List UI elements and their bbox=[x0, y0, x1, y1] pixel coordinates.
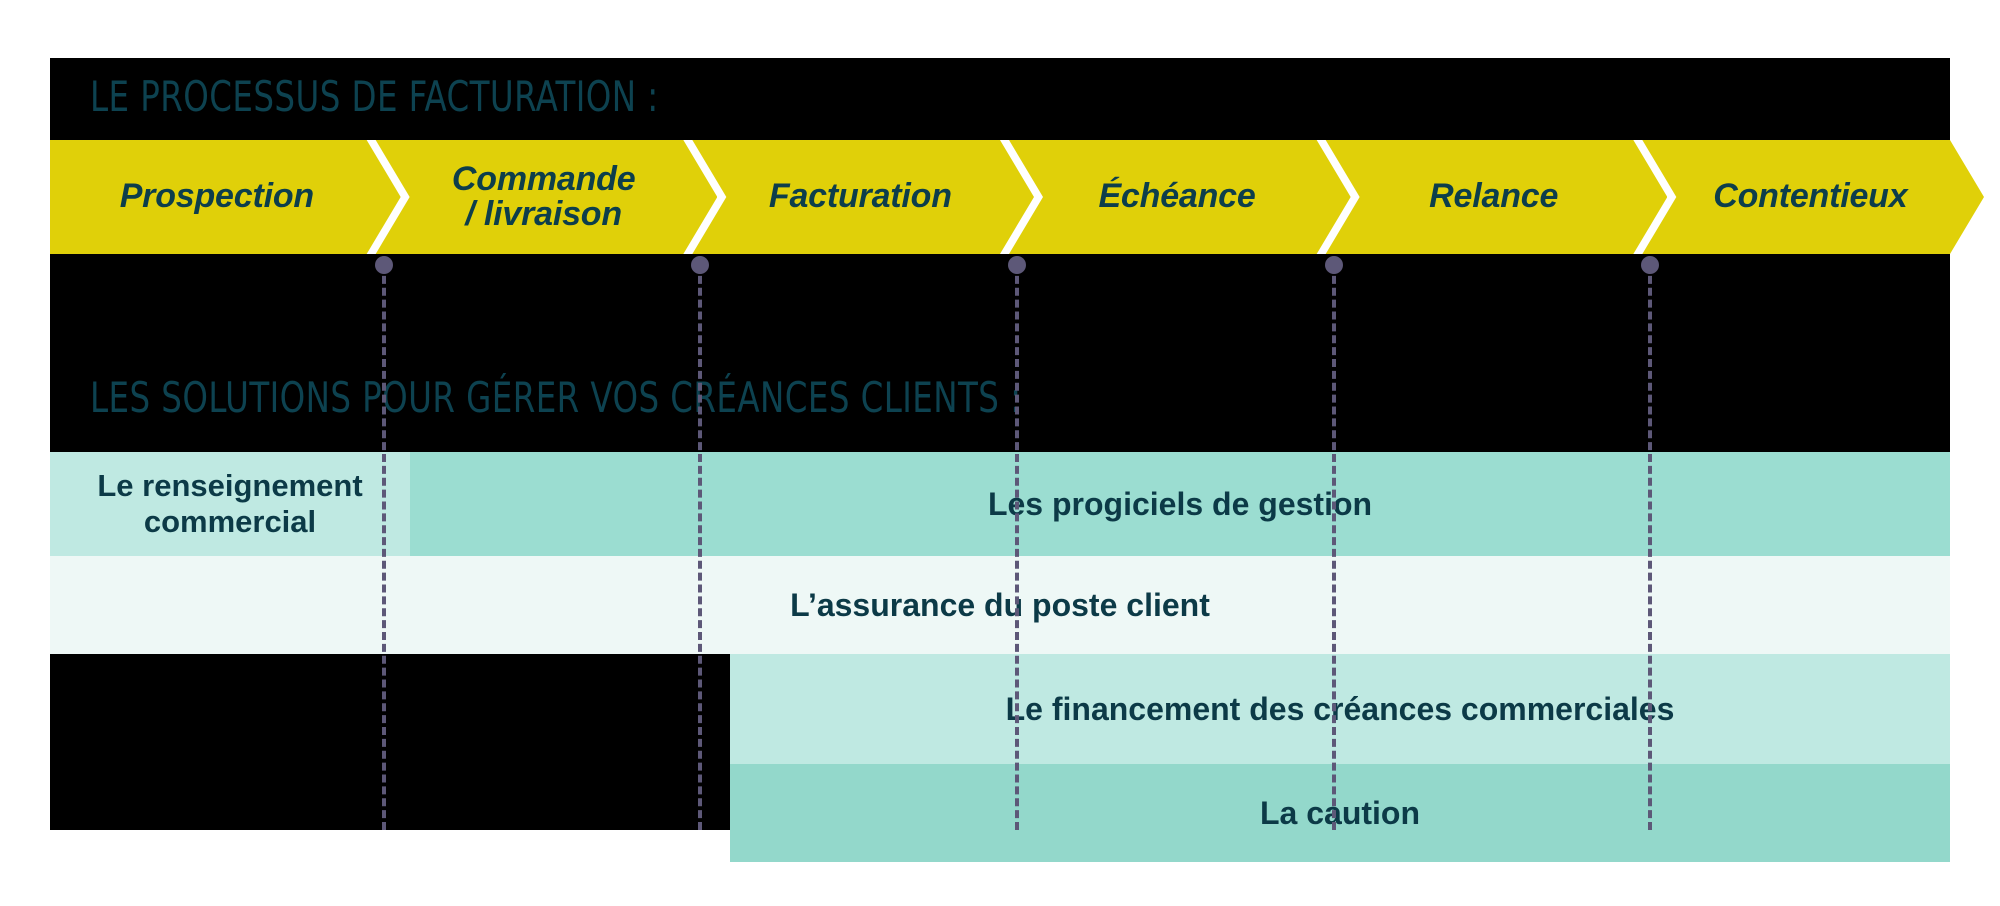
solution-row-renseignement[interactable]: Le renseignement commercial bbox=[50, 452, 410, 556]
process-chevron-strip: Prospection Commande / livraison Facturati… bbox=[50, 140, 1984, 254]
solution-label: Les progiciels de gestion bbox=[987, 485, 1373, 522]
solution-row-caution[interactable]: La caution bbox=[730, 764, 1950, 862]
process-step-5[interactable]: Relance bbox=[1325, 140, 1667, 254]
timeline-dashed-line bbox=[1331, 264, 1340, 830]
page-title-solutions: LES SOLUTIONS POUR GÉRER VOS CRÉANCES CL… bbox=[90, 373, 1022, 422]
process-step-label: Échéance bbox=[1098, 177, 1256, 216]
timeline-dashed-line bbox=[1015, 264, 1023, 830]
process-step-6[interactable]: Contentieux bbox=[1642, 140, 1984, 254]
process-step-label: Facturation bbox=[768, 177, 952, 216]
timeline-node-dot-icon bbox=[1641, 256, 1660, 274]
solution-label: L’assurance du poste client bbox=[790, 586, 1210, 623]
timeline-dashed-line bbox=[1648, 264, 1656, 830]
solutions-title-band bbox=[50, 254, 1950, 452]
solution-label: La caution bbox=[1259, 794, 1420, 831]
timeline-dashed-line bbox=[698, 264, 706, 830]
process-step-label: Relance bbox=[1429, 177, 1559, 216]
timeline-node-dot-icon bbox=[1008, 256, 1026, 274]
solution-row-financement[interactable]: Le financement des créances commerciales bbox=[730, 654, 1950, 764]
infographic-board: LE PROCESSUS DE FACTURATION : LES SOLUTI… bbox=[50, 58, 1984, 862]
solution-row-progiciels[interactable]: Les progiciels de gestion bbox=[410, 452, 1950, 556]
solution-label: Le renseignement commercial bbox=[97, 468, 363, 539]
solution-row-assurance[interactable]: L’assurance du poste client bbox=[50, 556, 1950, 654]
process-step-3[interactable]: Facturation bbox=[692, 140, 1034, 254]
process-step-4[interactable]: Échéance bbox=[1008, 140, 1351, 254]
process-step-2[interactable]: Commande / livraison bbox=[375, 140, 717, 254]
timeline-node-dot-icon bbox=[374, 256, 393, 274]
timeline-node-dot-icon bbox=[691, 256, 710, 274]
process-title-band bbox=[50, 58, 1950, 140]
page-title-process: LE PROCESSUS DE FACTURATION : bbox=[90, 72, 659, 121]
timeline-dashed-line bbox=[381, 264, 390, 830]
process-step-label: Commande / livraison bbox=[451, 159, 636, 233]
process-step-label: Prospection bbox=[119, 177, 314, 216]
process-step-1[interactable]: Prospection bbox=[50, 140, 401, 254]
solution-label: Le financement des créances commerciales bbox=[1005, 690, 1675, 727]
process-step-label: Contentieux bbox=[1713, 177, 1908, 216]
timeline-node-dot-icon bbox=[1324, 256, 1343, 274]
